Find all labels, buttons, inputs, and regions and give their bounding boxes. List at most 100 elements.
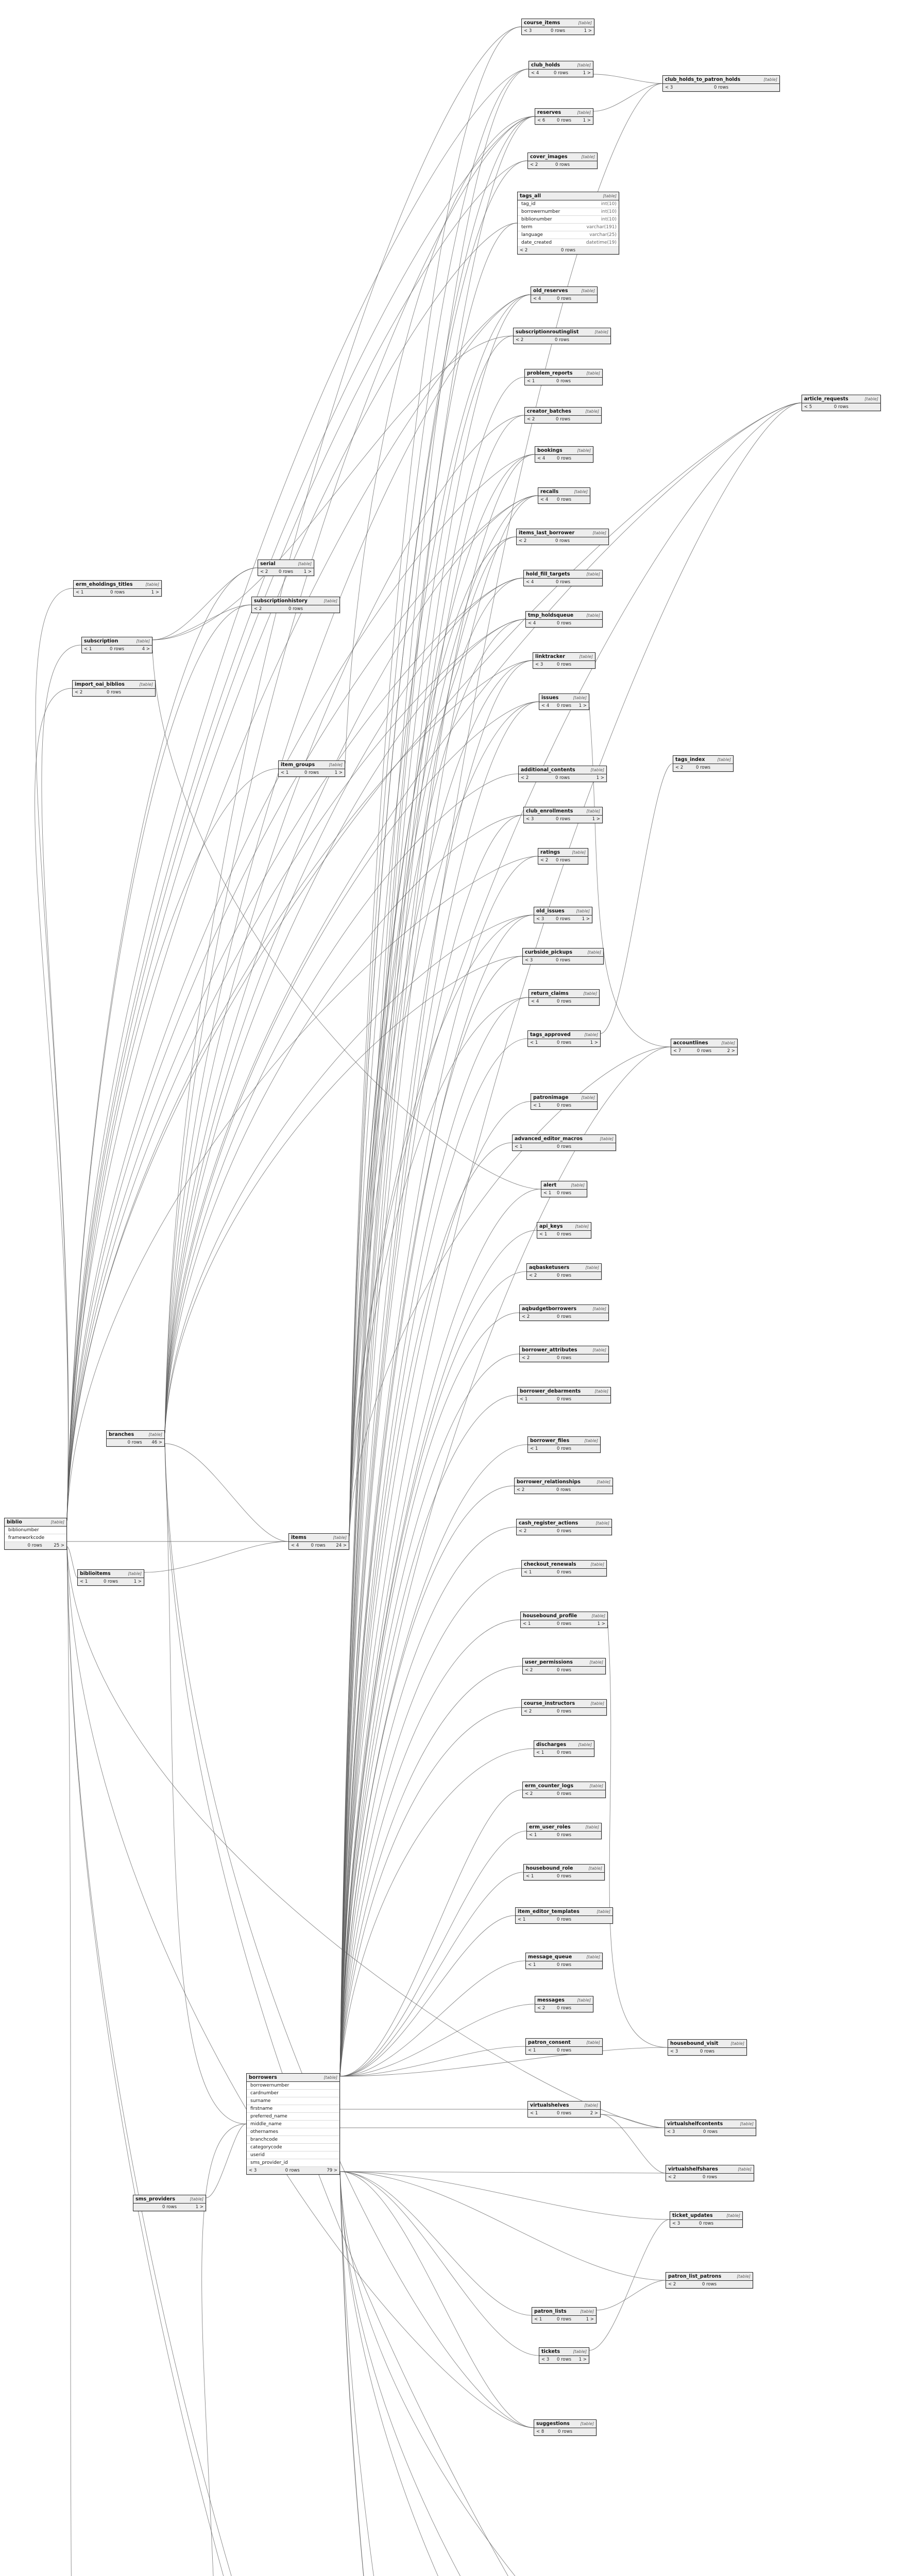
table-node-erm_user_roles[interactable]: erm_user_roles [table] < 1 0 rows [526,1823,602,1839]
table-header: tags_all [table] [518,192,619,200]
table-type-tag: [table] [721,1041,735,1045]
table-node-ratings[interactable]: ratings [table] < 2 0 rows [538,848,588,865]
table-node-course_instructors[interactable]: course_instructors [table] < 2 0 rows [521,1699,607,1716]
table-node-housebound_visit[interactable]: housebound_visit [table] < 3 0 rows [668,2039,747,2056]
table-node-alert[interactable]: alert [table] < 1 0 rows [541,1181,587,1197]
table-node-article_requests[interactable]: article_requests [table] < 5 0 rows [801,395,881,411]
fk-edge-subscription-serial [152,567,258,640]
table-node-curbside_pickups[interactable]: curbside_pickups [table] < 3 0 rows [522,948,604,964]
table-node-housebound_role[interactable]: housebound_role [table] < 1 0 rows [523,1864,605,1880]
table-node-patron_list_patrons[interactable]: patron_list_patrons [table] < 2 0 rows [666,2272,753,2289]
footer-row-count: 0 rows [557,2317,571,2322]
table-node-discharges[interactable]: discharges [table] < 1 0 rows [534,1740,594,1757]
table-type-tag: [table] [586,613,600,618]
table-node-erm_counter_logs[interactable]: erm_counter_logs [table] < 2 0 rows [522,1782,606,1798]
table-node-api_keys[interactable]: api_keys [table] < 1 0 rows [537,1222,591,1239]
table-node-serial[interactable]: serial [table] < 2 0 rows 1 > [258,560,314,576]
table-node-patronimage[interactable]: patronimage [table] < 1 0 rows [531,1093,598,1110]
column-row-cardnumber: cardnumber [247,2090,339,2097]
table-node-linktracker[interactable]: linktracker [table] < 3 0 rows [533,652,595,669]
table-node-ticket_updates[interactable]: ticket_updates [table] < 3 0 rows [670,2211,743,2228]
table-name: discharges [536,1742,567,1748]
table-node-items_last_borrower[interactable]: items_last_borrower [table] < 2 0 rows [516,529,609,545]
table-node-item_editor_templates[interactable]: item_editor_templates [table] < 1 0 rows [515,1907,613,1924]
footer-parent-count: < 1 [534,2317,542,2322]
table-node-biblioitems[interactable]: biblioitems [table] < 1 0 rows 1 > [77,1569,144,1586]
fk-edge-borrowers-illcomments [339,2171,516,2576]
table-node-tags_index[interactable]: tags_index [table] < 2 0 rows [673,755,734,772]
table-node-bookings[interactable]: bookings [table] < 4 0 rows [535,446,593,463]
table-node-virtualshelves[interactable]: virtualshelves [table] < 1 0 rows 2 > [527,2101,601,2117]
table-node-cover_images[interactable]: cover_images [table] < 2 0 rows [527,152,598,169]
table-node-tmp_holdsqueue[interactable]: tmp_holdsqueue [table] < 4 0 rows [525,611,603,628]
table-node-course_items[interactable]: course_items [table] < 3 0 rows 1 > [521,19,594,35]
table-name: suggestions [536,2421,570,2427]
table-node-patron_consent[interactable]: patron_consent [table] < 1 0 rows [525,2038,603,2055]
footer-parent-count: < 1 [530,1446,538,1451]
table-node-item_groups[interactable]: item_groups [table] < 1 0 rows 1 > [278,760,345,777]
table-node-branches[interactable]: branches [table] 0 rows 46 > [106,1430,165,1447]
table-node-subscriptionhistory[interactable]: subscriptionhistory [table] < 2 0 rows [251,597,340,613]
table-node-erm_eholdings_titles[interactable]: erm_eholdings_titles [table] < 1 0 rows … [73,580,162,597]
table-node-club_holds[interactable]: club_holds [table] < 4 0 rows 1 > [528,61,593,77]
table-footer: < 1 0 rows [518,1396,610,1403]
table-node-sms_providers[interactable]: sms_providers [table] 0 rows 1 > [133,2195,206,2211]
table-node-old_reserves[interactable]: old_reserves [table] < 4 0 rows [531,286,598,303]
table-node-borrower_attributes[interactable]: borrower_attributes [table] < 2 0 rows [519,1346,609,1362]
footer-row-count: 0 rows [557,662,571,667]
table-node-reserves[interactable]: reserves [table] < 6 0 rows 1 > [535,108,593,125]
table-node-items[interactable]: items [table] < 4 0 rows 24 > [288,1533,349,1550]
table-node-patron_lists[interactable]: patron_lists [table] < 1 0 rows 1 > [532,2307,596,2324]
table-node-accountlines[interactable]: accountlines [table] < 7 0 rows 2 > [671,1039,738,1055]
table-node-tags_approved[interactable]: tags_approved [table] < 1 0 rows 1 > [527,1030,601,1047]
fk-edge-borrowers-housebound_profile [339,1619,521,2077]
table-node-problem_reports[interactable]: problem_reports [table] < 1 0 rows [524,369,603,385]
table-node-subscriptionroutinglist[interactable]: subscriptionroutinglist [table] < 2 0 ro… [513,328,611,344]
table-node-return_claims[interactable]: return_claims [table] < 4 0 rows [528,989,600,1006]
table-node-suggestions[interactable]: suggestions [table] < 8 0 rows [534,2419,596,2436]
table-footer: < 3 0 rows [670,2220,742,2227]
table-node-user_permissions[interactable]: user_permissions [table] < 2 0 rows [522,1658,606,1674]
table-node-creator_batches[interactable]: creator_batches [table] < 2 0 rows [524,407,602,423]
table-node-import_oai_biblios[interactable]: import_oai_biblios [table] < 2 0 rows [72,680,156,697]
table-name: serial [260,561,276,567]
table-type-tag: [table] [580,2309,594,2314]
fk-edge-borrowers-club_holds_to_patron_holds [339,83,663,2077]
table-node-virtualshelfshares[interactable]: virtualshelfshares [table] < 2 0 rows [666,2165,754,2181]
table-node-messages[interactable]: messages [table] < 2 0 rows [535,1996,593,2012]
table-node-recalls[interactable]: recalls [table] < 4 0 rows [538,487,590,504]
table-node-club_enrollments[interactable]: club_enrollments [table] < 3 0 rows 1 > [523,807,603,823]
table-node-club_holds_to_patron_holds[interactable]: club_holds_to_patron_holds [table] < 3 0… [662,75,780,92]
fk-edge-biblio-subscriptionhistory [66,604,252,1521]
footer-row-count: 0 rows [555,775,570,781]
table-type-tag: [table] [581,155,595,159]
table-node-advanced_editor_macros[interactable]: advanced_editor_macros [table] < 1 0 row… [512,1134,616,1151]
table-node-old_issues[interactable]: old_issues [table] < 3 0 rows 1 > [534,907,592,923]
table-header: reserves [table] [535,109,593,117]
table-node-subscription[interactable]: subscription [table] < 1 0 rows 4 > [81,637,152,653]
table-node-housebound_profile[interactable]: housebound_profile [table] < 1 0 rows 1 … [520,1612,608,1628]
table-node-aqbasketusers[interactable]: aqbasketusers [table] < 2 0 rows [526,1263,602,1280]
table-name: tags_index [675,757,705,762]
table-node-borrower_relationships[interactable]: borrower_relationships [table] < 2 0 row… [514,1478,613,1494]
table-node-hold_fill_targets[interactable]: hold_fill_targets [table] < 4 0 rows [523,570,603,586]
footer-child-count: 1 > [592,817,600,822]
table-type-tag: [table] [333,1535,347,1540]
table-node-checkout_renewals[interactable]: checkout_renewals [table] < 1 0 rows [521,1560,607,1577]
table-node-virtualshelfcontents[interactable]: virtualshelfcontents [table] < 3 0 rows [664,2120,756,2136]
table-type-tag: [table] [588,1866,602,1871]
table-node-issues[interactable]: issues [table] < 4 0 rows 1 > [539,693,589,710]
table-node-aqbudgetborrowers[interactable]: aqbudgetborrowers [table] < 2 0 rows [519,1304,609,1321]
table-node-tickets[interactable]: tickets [table] < 3 0 rows 1 > [539,2347,589,2364]
table-header: hold_fill_targets [table] [524,570,602,579]
table-node-borrower_debarments[interactable]: borrower_debarments [table] < 1 0 rows [517,1387,611,1403]
table-node-message_queue[interactable]: message_queue [table] < 1 0 rows [525,1953,603,1969]
table-node-additional_contents[interactable]: additional_contents [table] < 2 0 rows 1… [518,766,607,782]
table-node-borrower_files[interactable]: borrower_files [table] < 1 0 rows [527,1436,601,1453]
table-node-cash_register_actions[interactable]: cash_register_actions [table] < 2 0 rows [516,1519,612,1535]
column-row-branchcode: branchcode [247,2136,339,2144]
